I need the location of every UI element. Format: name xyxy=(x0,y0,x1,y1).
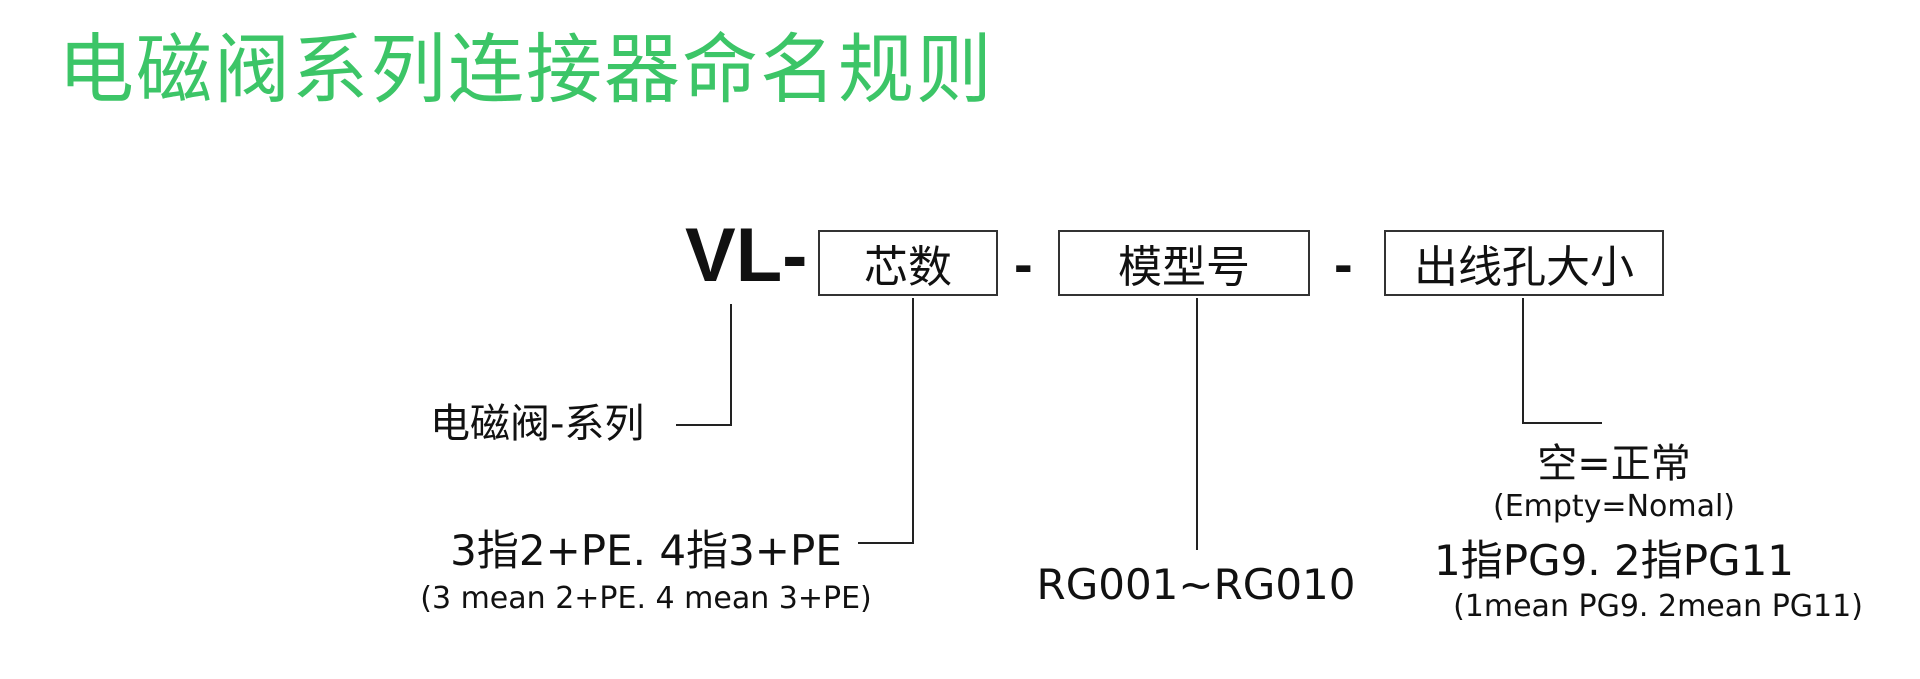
series-connector-horizontal xyxy=(676,424,732,426)
core-count-description-en: (3 mean 2+PE. 4 mean 3+PE) xyxy=(420,581,872,616)
core-count-box: 芯数 xyxy=(818,230,998,296)
separator-dash-2: - xyxy=(1334,232,1353,295)
outlet-size-connector-horizontal xyxy=(1522,422,1602,424)
core-count-description: 3指2+PE. 4指3+PE xyxy=(450,526,842,575)
outlet-size-box-label: 出线孔大小 xyxy=(1414,242,1634,293)
core-count-box-label: 芯数 xyxy=(864,242,952,293)
model-number-box: 模型号 xyxy=(1058,230,1310,296)
page-title: 电磁阀系列连接器命名规则 xyxy=(58,25,994,114)
outlet-size-box: 出线孔大小 xyxy=(1384,230,1664,296)
separator-dash-1: - xyxy=(1014,232,1033,295)
core-count-connector-horizontal xyxy=(858,542,914,544)
outlet-size-connector-vertical xyxy=(1522,298,1524,424)
outlet-size-description: 1指PG9. 2指PG11 xyxy=(1433,536,1795,585)
model-number-range: RG001~RG010 xyxy=(1036,560,1356,609)
series-label: 电磁阀-系列 xyxy=(430,401,645,447)
core-count-connector-vertical xyxy=(912,298,914,544)
series-connector-vertical xyxy=(730,304,732,426)
code-prefix: VL- xyxy=(685,213,808,298)
model-number-connector-vertical xyxy=(1196,298,1198,550)
outlet-size-description-en: (1mean PG9. 2mean PG11) xyxy=(1453,589,1863,624)
model-number-box-label: 模型号 xyxy=(1118,242,1250,293)
outlet-empty-cn: 空=正常 xyxy=(1537,441,1691,487)
outlet-empty-en: (Empty=Nomal) xyxy=(1492,489,1736,524)
